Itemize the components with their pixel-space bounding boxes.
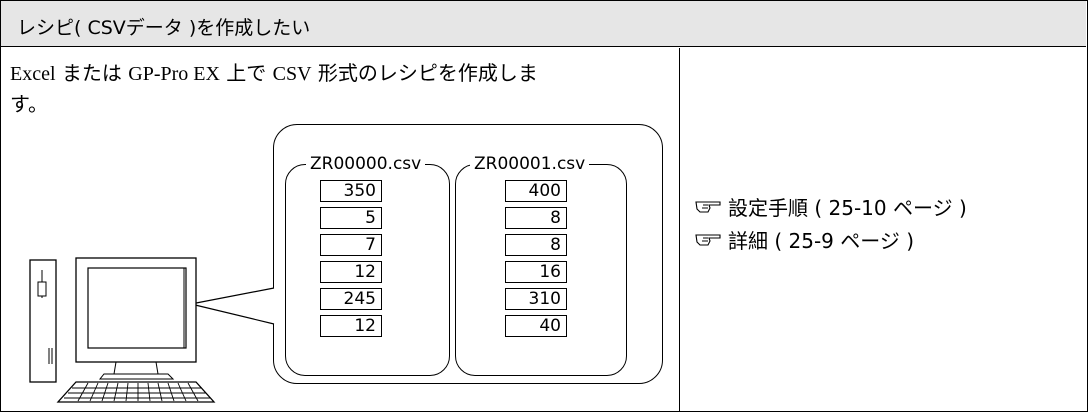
description-word-1: または (55, 61, 129, 85)
link-setup-label: 設定手順 ( 25-10 ページ ) (728, 196, 967, 220)
csv-file-group: ZR00001.csv (455, 153, 627, 376)
description-line-2: す。 (10, 92, 48, 116)
csv-file-group: ZR00000.csv (285, 153, 450, 376)
csv-value-cell: 5 (320, 207, 382, 229)
csv-value-cell: 12 (320, 261, 382, 283)
reference-links: 設定手順 ( 25-10 ページ ) 詳細 ( 25-9 ページ ) (694, 190, 967, 256)
csv-value-cell: 8 (505, 207, 567, 229)
description-word-3: 形式のレシピを作成しま (311, 61, 538, 85)
pointing-hand-icon (695, 233, 721, 246)
description-word-2: 上で (219, 61, 273, 85)
csv-value-cell: 350 (320, 180, 382, 202)
description-csv: CSV (272, 63, 312, 85)
page-title: レシピ( CSVデータ )を作成したい (17, 17, 311, 39)
csv-value-cell: 310 (505, 288, 567, 310)
csv-value-cell: 245 (320, 288, 382, 310)
csv-value-cell: 400 (505, 180, 567, 202)
link-setup-procedure[interactable]: 設定手順 ( 25-10 ページ ) (694, 190, 967, 223)
link-details-label: 詳細 ( 25-9 ページ ) (728, 229, 915, 253)
column-divider (679, 48, 680, 411)
description-excel: Excel (10, 63, 56, 85)
csv-value-cell: 7 (320, 234, 382, 256)
csv-value-cell: 12 (320, 315, 382, 337)
pointing-hand-icon (695, 200, 721, 213)
csv-value-cell: 16 (505, 261, 567, 283)
csv-file-name: ZR00000.csv (306, 153, 426, 175)
csv-file-name: ZR00001.csv (470, 153, 590, 175)
speech-bubble (273, 124, 663, 384)
header-bar: レシピ( CSVデータ )を作成したい (1, 1, 1086, 47)
link-details[interactable]: 詳細 ( 25-9 ページ ) (694, 223, 967, 256)
csv-value-cell: 40 (505, 315, 567, 337)
computer-illustration (29, 257, 216, 403)
description-gppro: GP-Pro EX (128, 63, 220, 85)
csv-value-cell: 8 (505, 234, 567, 256)
description-text: Excel または GP-Pro EX 上で CSV 形式のレシピを作成しま す… (10, 58, 670, 119)
